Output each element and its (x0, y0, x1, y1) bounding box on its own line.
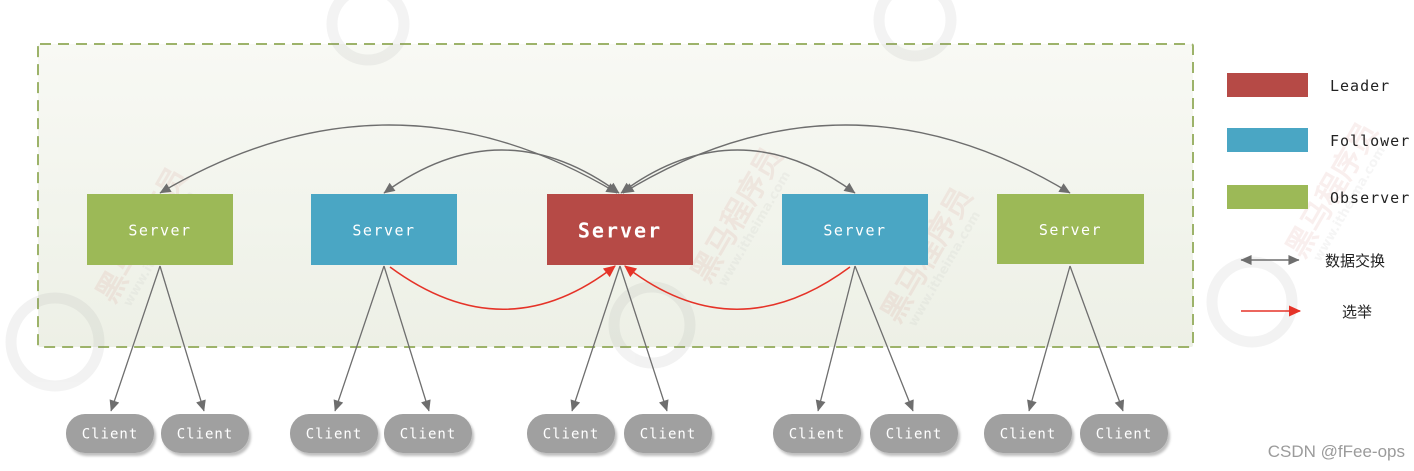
server-box-follower-2 (782, 194, 928, 265)
legend-swatch-leader (1227, 73, 1308, 97)
client-pill-1 (66, 414, 154, 453)
server-label-leader: Server (578, 219, 662, 243)
server-box-follower-1 (311, 194, 457, 265)
client-label-9: Client (1000, 427, 1057, 443)
server-client-link-4 (383, 265, 431, 412)
client-label-8: Client (886, 427, 943, 443)
client-label-6: Client (640, 427, 697, 443)
data-exchange-arc-2 (383, 149, 620, 194)
server-client-link-3 (333, 265, 385, 412)
watermark-logo-circle (873, 0, 957, 62)
client-pill-9 (984, 414, 1072, 453)
watermark-logo-circle (326, 0, 410, 66)
client-label-10: Client (1096, 427, 1153, 443)
server-label-observer-1: Server (128, 222, 191, 240)
watermark-logo-circle (1206, 256, 1298, 348)
server-client-link-2 (159, 265, 206, 412)
client-label-4: Client (400, 427, 457, 443)
server-client-link-1 (109, 265, 161, 412)
legend-label-leader: Leader (1330, 77, 1390, 95)
election-arc-2 (624, 265, 851, 310)
server-label-follower-2: Server (823, 222, 886, 240)
credit-watermark: CSDN @fFee-ops (1267, 442, 1405, 461)
server-client-link-7 (815, 265, 856, 412)
server-box-observer-2 (997, 194, 1144, 264)
server-client-link-8 (854, 265, 914, 412)
legend-label-observer: Observer (1330, 189, 1410, 207)
client-label-1: Client (82, 427, 139, 443)
election-arc-1 (389, 265, 616, 310)
data-exchange-arc-3 (620, 149, 856, 194)
legend-label-election: 选举 (1342, 303, 1372, 321)
legend-swatch-follower (1227, 128, 1308, 152)
server-client-link-6 (619, 265, 669, 412)
client-pill-7 (773, 414, 861, 453)
client-pill-8 (870, 414, 958, 453)
client-pill-4 (384, 414, 472, 453)
client-label-3: Client (306, 427, 363, 443)
server-client-link-9 (1027, 265, 1071, 412)
server-client-link-5 (570, 265, 621, 412)
server-label-follower-1: Server (352, 222, 415, 240)
legend-swatch-observer (1227, 185, 1308, 209)
client-label-2: Client (177, 427, 234, 443)
legend-label-data-exchange: 数据交换 (1325, 252, 1385, 270)
server-label-observer-2: Server (1039, 221, 1102, 239)
server-box-observer-1 (87, 194, 233, 265)
watermark-logo-circle (5, 292, 105, 392)
data-exchange-arc-1 (159, 124, 618, 194)
server-client-link-10 (1069, 265, 1125, 412)
client-pill-6 (624, 414, 712, 453)
data-exchange-arc-4 (622, 124, 1071, 194)
legend-label-follower: Follower (1330, 132, 1410, 150)
client-pill-10 (1080, 414, 1168, 453)
client-label-5: Client (543, 427, 600, 443)
client-pill-5 (527, 414, 615, 453)
server-box-leader (547, 194, 693, 265)
client-pill-2 (161, 414, 249, 453)
client-label-7: Client (789, 427, 846, 443)
client-pill-3 (290, 414, 378, 453)
